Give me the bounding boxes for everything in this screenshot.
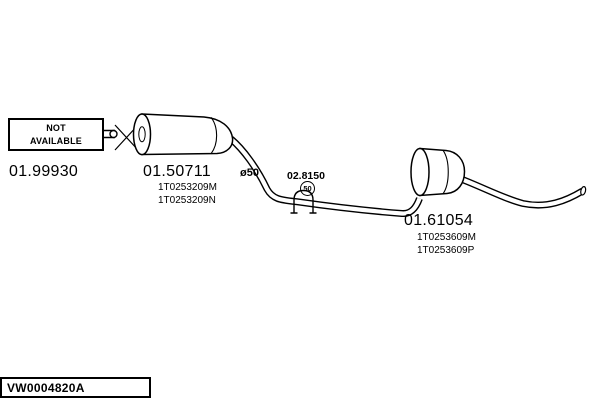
mid-silencer-code: 01.50711 <box>143 163 211 180</box>
front-part-code: 01.99930 <box>9 163 79 180</box>
not-available-box: NOT AVAILABLE <box>8 118 104 151</box>
clamp-code: 02.8150 <box>287 170 325 182</box>
drawing-id-box: VW0004820A <box>0 377 151 398</box>
clamp-size-badge: 50 <box>300 181 315 196</box>
rear-silencer-part-number-2: 1T0253609P <box>417 244 475 256</box>
drawing-id: VW0004820A <box>7 380 85 395</box>
not-available-line2: AVAILABLE <box>30 135 82 146</box>
not-available-line1: NOT <box>46 123 66 134</box>
mid-silencer-drawing <box>132 113 234 156</box>
mid-silencer-part-number-2: 1T0253209N <box>158 194 216 206</box>
mid-silencer-part-numbers: 1T0253209M 1T0253209N <box>158 182 217 207</box>
rear-silencer-code: 01.61054 <box>404 212 474 229</box>
rear-silencer-part-numbers: 1T0253609M 1T0253609P <box>417 232 476 257</box>
mid-silencer-part-number-1: 1T0253209M <box>158 182 217 193</box>
rear-silencer-drawing <box>410 147 466 197</box>
pipe-diameter-label: ø50 <box>240 167 259 179</box>
rear-silencer-part-number-1: 1T0253609M <box>417 232 476 243</box>
connecting-pipe-drawing <box>228 136 423 218</box>
tail-pipe-drawing <box>459 175 587 209</box>
